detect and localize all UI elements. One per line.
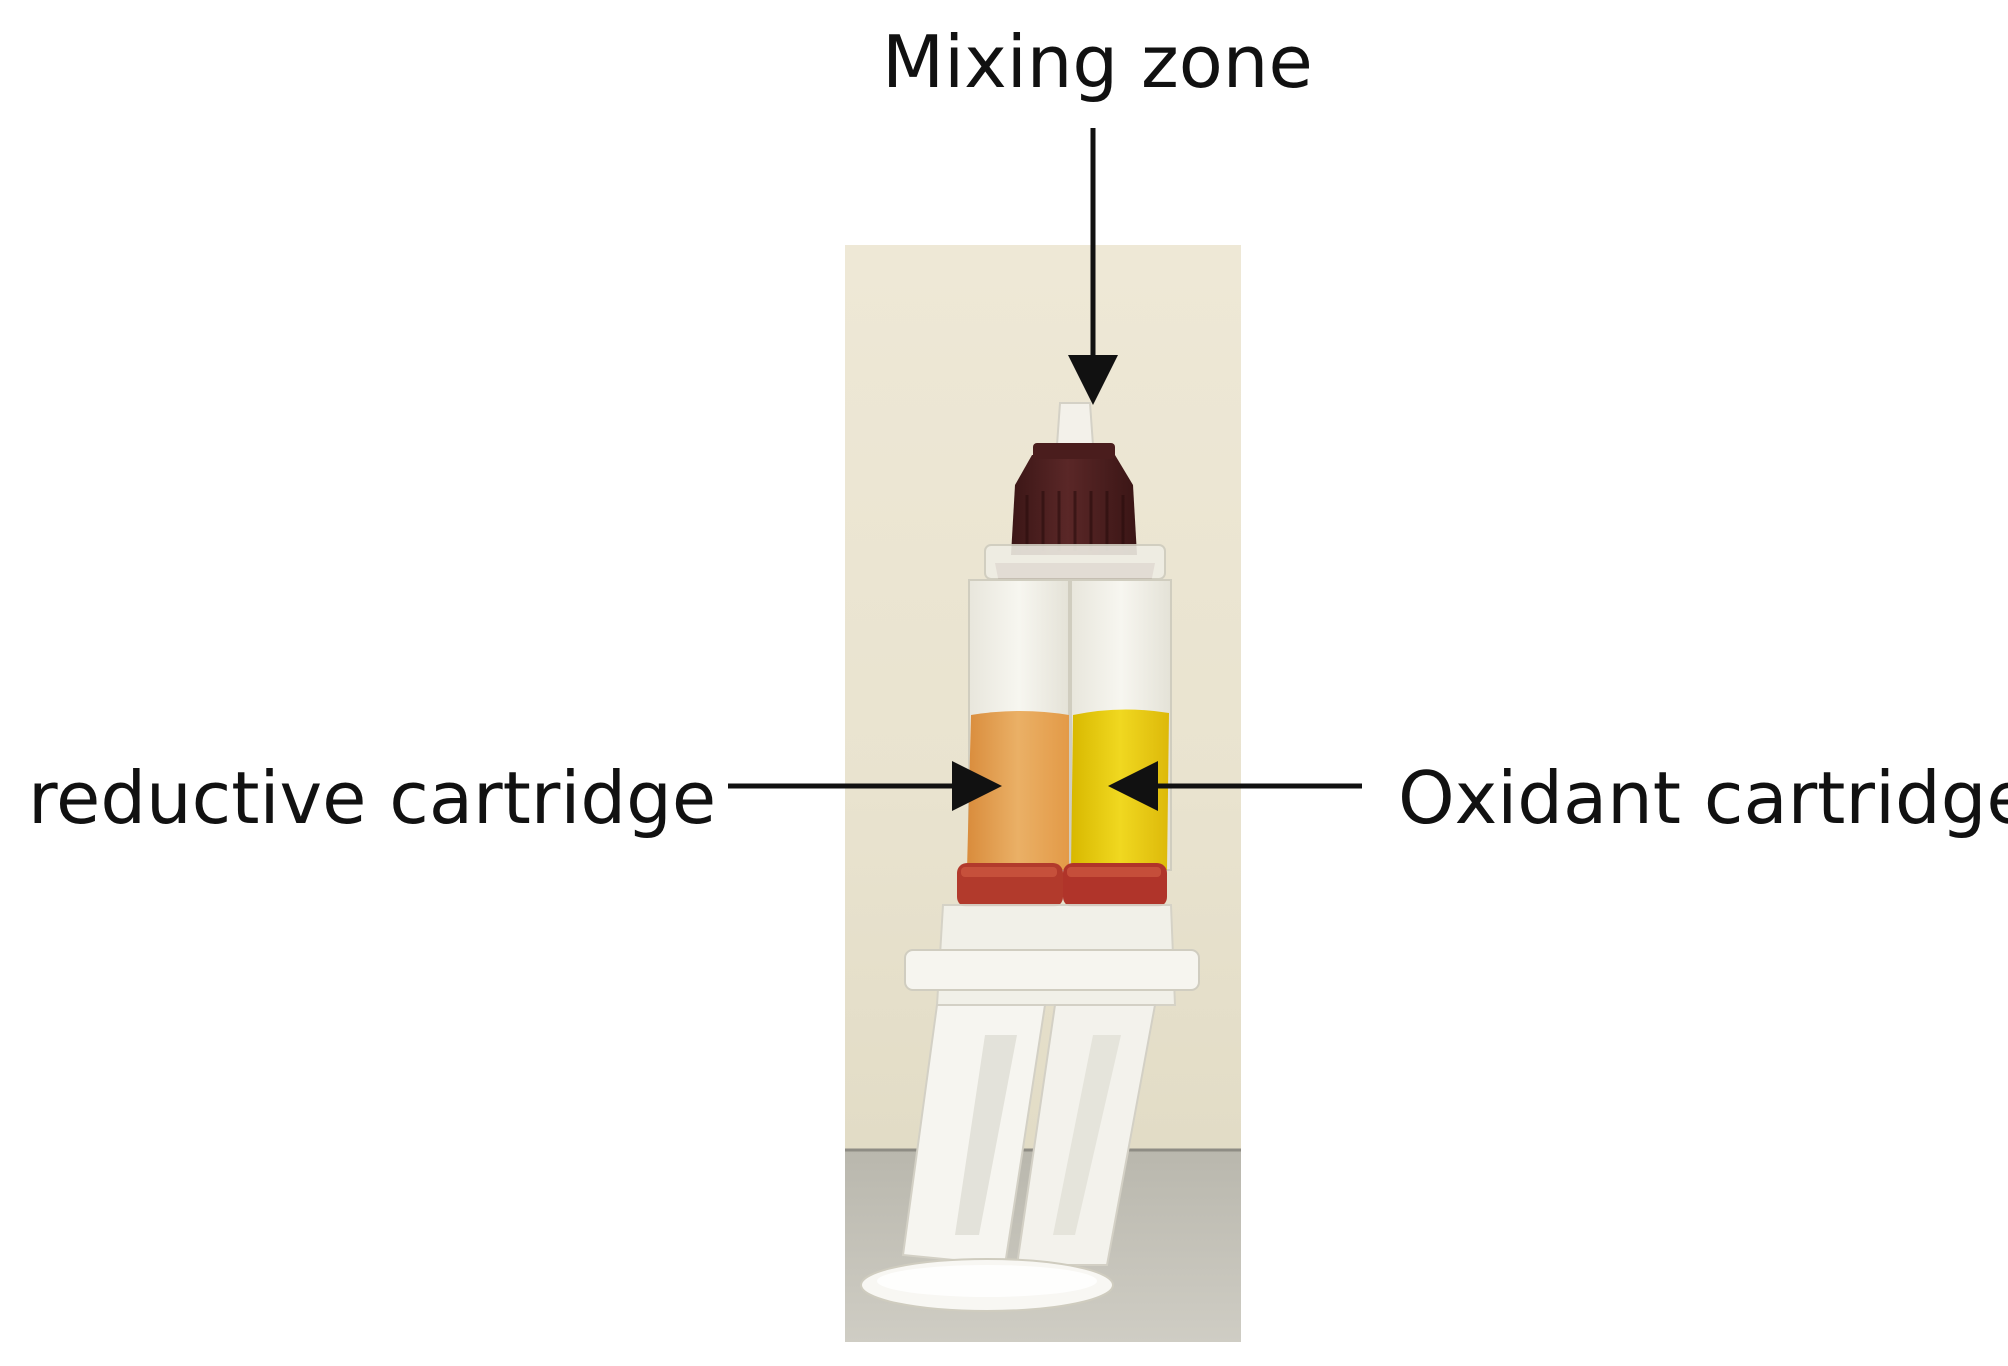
mixing-nozzle	[1055, 402, 1095, 446]
reductive-cartridge-label: reductive cartridge	[28, 756, 717, 840]
reductive-liquid	[967, 711, 1069, 870]
syringe-photo	[845, 245, 1241, 1342]
oxidant-cartridge-label: Oxidant cartridge	[1398, 756, 2008, 840]
oxidant-liquid	[1071, 709, 1169, 870]
plunger	[860, 1004, 1157, 1312]
red-pistons	[957, 863, 1167, 907]
mixing-zone-label: Mixing zone	[882, 20, 1313, 104]
